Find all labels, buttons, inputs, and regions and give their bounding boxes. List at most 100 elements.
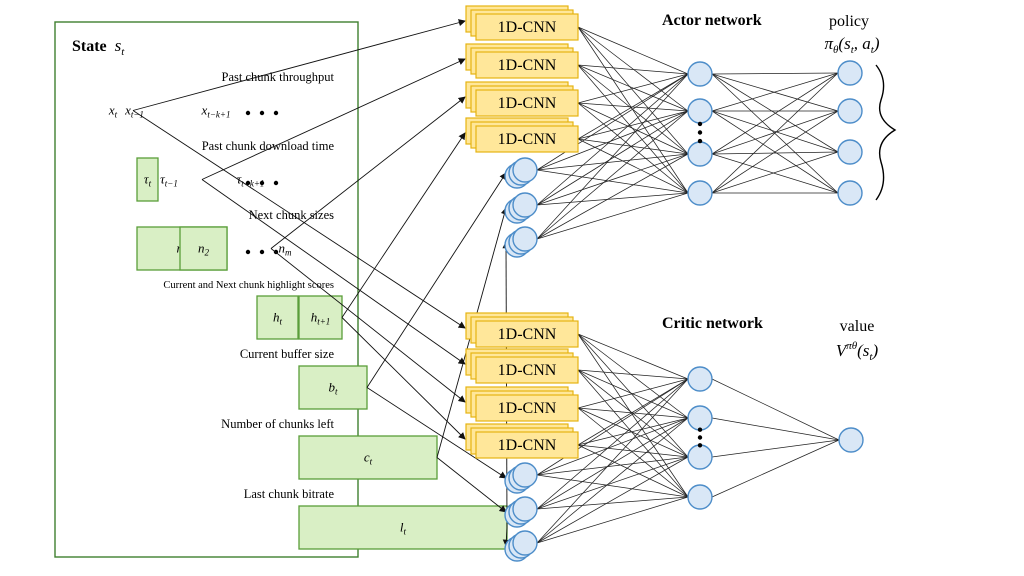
policy-brace (875, 64, 897, 201)
critic-output-node (838, 427, 864, 453)
critic-cnn-3: 1D-CNN (465, 423, 579, 459)
ellipsis-dot (259, 180, 265, 186)
actor-output-node (837, 180, 863, 206)
input-arrow (341, 132, 466, 318)
ellipsis-dot (697, 121, 703, 127)
actor-output-formula: πθ(st, at) (824, 34, 879, 56)
state-cell (298, 295, 343, 340)
state-cell-label: τt (144, 172, 152, 189)
state-group-label: Number of chunks left (221, 417, 334, 431)
critic-output-label: value (840, 318, 875, 335)
actor-input-node-2 (504, 226, 538, 258)
state-cell-label: xt−1 (124, 103, 144, 120)
network-nodes (504, 60, 864, 562)
state-cell-label: nm (279, 241, 293, 258)
cnn-label: 1D-CNN (498, 131, 557, 148)
critic-hidden-node (687, 444, 713, 470)
state-group-label: Last chunk bitrate (244, 487, 335, 501)
ellipsis-dot (273, 110, 279, 116)
ellipsis-dot (697, 427, 703, 432)
input-arrow (270, 248, 466, 403)
input-arrow (270, 96, 466, 249)
state-group-label: Current and Next chunk highlight scores (163, 280, 334, 291)
critic-input-node-0 (504, 462, 538, 494)
cnn-label: 1D-CNN (498, 95, 557, 112)
actor-hidden-node (687, 98, 713, 124)
critic-title: Critic network (662, 315, 763, 332)
input-arrows (132, 19, 510, 547)
state-cell-label: xt−k+1 (201, 103, 231, 120)
state-cell (298, 505, 508, 550)
cnn-layers: 1D-CNN 1D-CNN 1D-CNN 1D-CNN 1D-CNN 1D-CNN 1D-C… (465, 5, 579, 459)
state-group-0: Past chunk throughput xt xt−1 xt−k+1 (108, 70, 335, 120)
cnn-label: 1D-CNN (498, 326, 557, 343)
ellipsis-dot (245, 110, 251, 116)
state-title: State st (72, 36, 125, 58)
state-cell-label: τt−1 (160, 172, 178, 189)
state-group-2: Next chunk sizesn1n2nm (136, 208, 335, 271)
state-cell-label: ct (364, 450, 373, 467)
critic-input-node-1 (504, 496, 538, 528)
critic-cnn-2: 1D-CNN (465, 386, 579, 422)
ellipsis-dot (697, 443, 703, 448)
state-group-5: Number of chunks left ct (221, 417, 438, 480)
input-arrow (132, 19, 466, 111)
input-arrow (201, 58, 466, 180)
ellipsis-dot (245, 249, 251, 255)
state-cell-label: ht+1 (311, 310, 331, 327)
critic-output-formula: Vπθ(st) (836, 340, 879, 363)
state-group-1: Past chunk download time τt τt−1 τt−k+1 (136, 139, 335, 202)
input-arrow (366, 387, 507, 479)
state-cell-label: lt (400, 520, 407, 537)
critic-cnn-0: 1D-CNN (465, 312, 579, 348)
input-arrow (201, 179, 466, 365)
critic-hidden-node (687, 366, 713, 392)
actor-output-node (837, 139, 863, 165)
actor-input-node-0 (504, 157, 538, 189)
state-cell-label: n2 (198, 241, 210, 258)
ellipsis-dot (245, 180, 251, 186)
actor-hidden-node (687, 180, 713, 206)
cnn-label: 1D-CNN (498, 362, 557, 379)
input-arrow (132, 110, 466, 329)
actor-cnn-3: 1D-CNN (465, 117, 579, 153)
input-arrow (366, 172, 507, 388)
state-cell (179, 226, 228, 271)
state-cell-label: ht (273, 310, 283, 327)
actor-output-node (837, 60, 863, 86)
critic-cnn-1: 1D-CNN (465, 348, 579, 384)
input-arrow (436, 457, 507, 513)
ellipsis-dot (697, 435, 703, 440)
cnn-label: 1D-CNN (498, 57, 557, 74)
ellipsis-dot (697, 138, 703, 144)
actor-hidden-node (687, 141, 713, 167)
actor-input-node-1 (504, 192, 538, 224)
state-cell-label: xt (108, 103, 118, 120)
state-group-3: Current and Next chunk highlight scores h… (163, 280, 343, 340)
state-cell (136, 157, 159, 202)
state-group-label: Current buffer size (240, 347, 335, 361)
state-cell (256, 295, 299, 340)
ellipsis-dot (273, 180, 279, 186)
actor-hidden-node (687, 61, 713, 87)
actor-cnn-0: 1D-CNN (465, 5, 579, 41)
state-group-6: Last chunk bitrate lt (244, 487, 508, 550)
critic-hidden-node (687, 484, 713, 510)
state-group-label: Past chunk download time (202, 139, 335, 153)
state-cell-label: bt (328, 380, 338, 397)
cnn-label: 1D-CNN (498, 19, 557, 36)
ellipsis-dot (259, 249, 265, 255)
critic-input-node-2 (504, 530, 538, 562)
cnn-label: 1D-CNN (498, 437, 557, 454)
state-group-4: Current buffer size bt (240, 347, 368, 410)
actor-output-node (837, 98, 863, 124)
actor-cnn-1: 1D-CNN (465, 43, 579, 79)
state-group-label: Next chunk sizes (249, 208, 335, 222)
cnn-label: 1D-CNN (498, 400, 557, 417)
ellipsis-dot (697, 130, 703, 135)
network-edges (536, 26, 840, 544)
state-group-label: Past chunk throughput (222, 70, 335, 84)
state-cell-label: τt−k+1 (237, 172, 265, 189)
